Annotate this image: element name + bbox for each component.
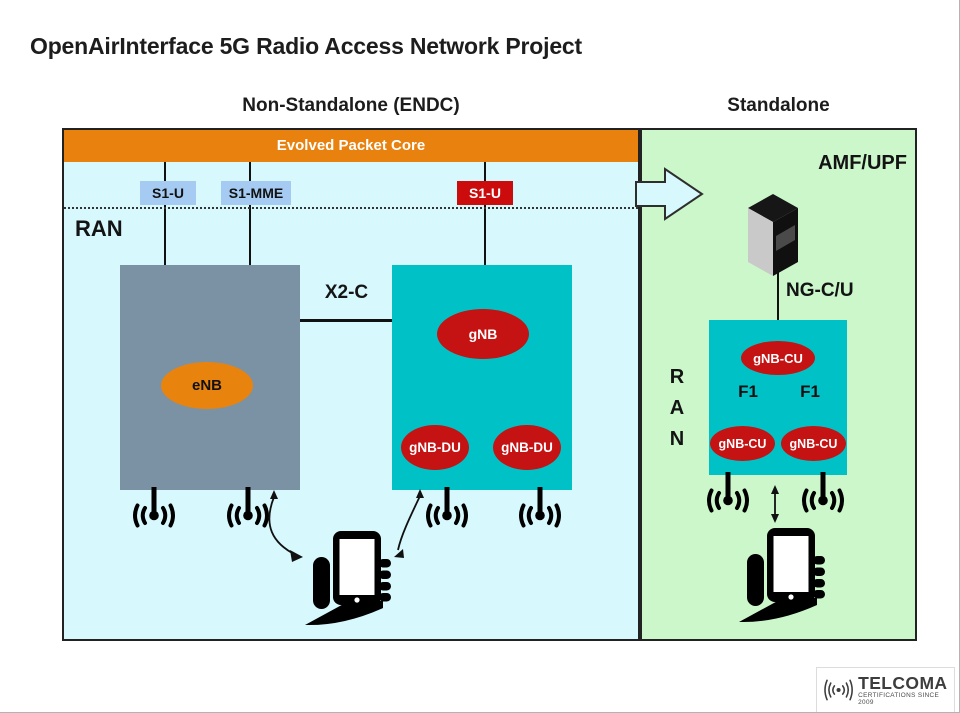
f1-label: F1 [800,382,820,401]
antenna-icon [426,487,468,528]
f1-label: F1 [738,382,758,401]
logo-tagline: CERTIFICATIONS SINCE 2009 [858,692,940,706]
transition-arrow-icon [635,167,704,221]
antenna-icon [707,472,749,513]
gnb-node: gNB [437,309,529,359]
nsa-panel: Evolved Packet Core S1-U S1-MME S1-U RAN… [62,128,640,641]
logo-name: TELCOMA [858,673,948,693]
antenna-icon [519,487,561,528]
gnb-du-node: gNB-DU [401,425,469,470]
gnb-box: gNB gNB-DU gNB-DU [392,265,572,490]
ue-phone-icon [739,528,825,623]
antenna-icon [227,487,269,528]
x2c-line [300,319,392,322]
ue-phone-icon [305,531,391,626]
enb-node: eNB [161,362,253,409]
ng-connector-line [777,270,779,320]
s1u-red-label: S1-U [457,181,513,205]
gnb-cu-node: gNB-CU [741,341,815,375]
page-title: OpenAirInterface 5G Radio Access Network… [30,33,582,59]
gnb-cu-box: gNB-CU F1 F1 gNB-CU gNB-CU [709,320,847,475]
signal-icon [824,679,853,701]
s1u-connector-line [164,162,166,265]
core-server-icon [748,194,798,276]
gnb-cu-node: gNB-CU [781,426,846,461]
epc-header: Evolved Packet Core [64,130,638,162]
ran-label: RAN [75,216,123,241]
sa-panel: AMF/UPF NG-C/U R A N gNB-CU F1 F1 gNB-CU… [640,128,917,641]
enb-box: eNB [120,265,300,490]
ran-letter: R [669,366,685,388]
antenna-icon [133,487,175,528]
x2c-label: X2-C [324,282,369,303]
ran-vertical-label: R A N [662,362,692,455]
ran-letter: N [669,428,685,450]
nsa-heading: Non-Standalone (ENDC) [242,95,460,116]
amf-upf-label: AMF/UPF [818,152,907,174]
ran-letter: A [669,397,685,419]
s1mme-connector-line [249,162,251,265]
telcoma-logo: TELCOMA CERTIFICATIONS SINCE 2009 [816,667,955,712]
gnb-du-node: gNB-DU [493,425,561,470]
s1mme-label: S1-MME [221,181,291,205]
ran-core-divider-line [64,207,638,209]
gnb-cu-node: gNB-CU [710,426,775,461]
ng-label: NG-C/U [786,280,854,301]
antenna-icon [802,472,844,513]
sa-heading: Standalone [727,95,830,116]
s1u-right-connector-line [484,162,486,265]
s1u-label: S1-U [140,181,196,205]
